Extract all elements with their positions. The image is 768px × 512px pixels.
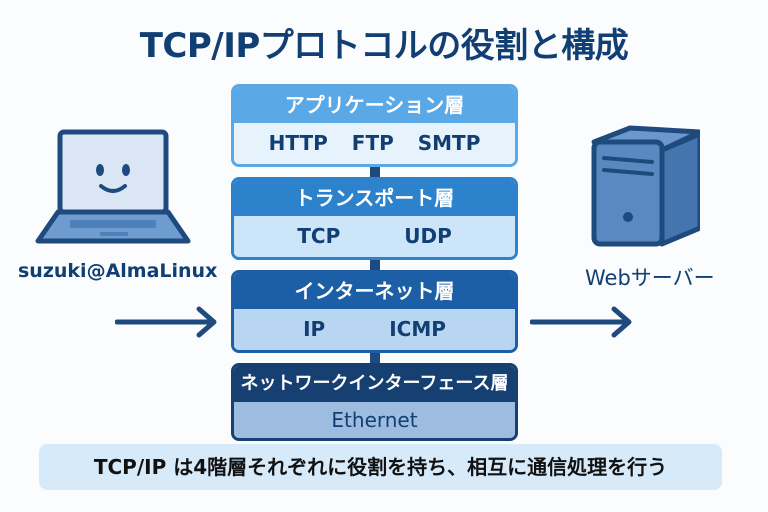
layer-connector [369,167,380,177]
protocol-list: HTTP FTP SMTP [234,123,515,164]
layer-name: インターネット層 [234,273,515,309]
layer-connector [369,260,380,270]
diagram-title: TCP/IPプロトコルの役割と構成 [139,26,629,66]
laptop-icon [35,129,191,244]
layer-connector [369,353,380,363]
protocol-list: TCP UDP [234,216,515,257]
protocol-http: HTTP [268,131,328,155]
arrow-right-icon [530,306,632,338]
layer-name: アプリケーション層 [234,87,515,123]
protocol-ethernet: Ethernet [331,408,418,432]
server-icon [591,125,700,247]
protocol-list: Ethernet [234,402,515,438]
layer-internet: インターネット層 IP ICMP [231,270,518,353]
layer-name: トランスポート層 [234,180,515,216]
protocol-ftp: FTP [351,131,394,155]
protocol-tcp: TCP [297,224,341,248]
protocol-smtp: SMTP [417,131,481,155]
summary-banner: TCP/IP は4階層それぞれに役割を持ち、相互に通信処理を行う [39,444,722,490]
layer-network-interface: ネットワークインターフェース層 Ethernet [231,363,518,441]
protocol-icmp: ICMP [389,317,446,341]
arrow-right-icon [115,306,217,338]
server-label: Webサーバー [585,266,715,290]
protocol-list: IP ICMP [234,309,515,350]
layer-application: アプリケーション層 HTTP FTP SMTP [231,84,518,167]
protocol-udp: UDP [404,224,452,248]
protocol-ip: IP [303,317,326,341]
layer-name: ネットワークインターフェース層 [234,366,515,402]
client-label: suzuki@AlmaLinux [18,260,218,282]
layer-transport: トランスポート層 TCP UDP [231,177,518,260]
layer-stack: アプリケーション層 HTTP FTP SMTP トランスポート層 TCP UDP… [231,84,518,441]
